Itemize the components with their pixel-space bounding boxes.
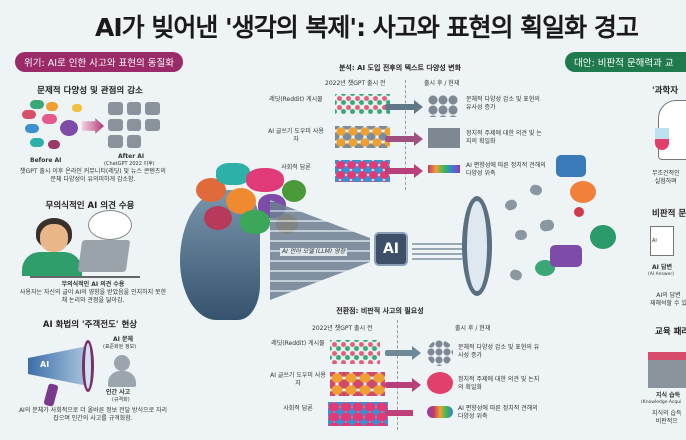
human-thought-label: 인간 사고 bbox=[106, 389, 131, 396]
turning-point-heading: 전환점: 비판적 사고의 필요성 bbox=[336, 307, 424, 315]
gray-speech-bubbles-icon bbox=[108, 102, 160, 148]
ai-answer-sublabel: (AI Answer) bbox=[648, 272, 674, 277]
person-body-icon bbox=[22, 252, 82, 276]
rainbow-pill-icon bbox=[427, 406, 453, 418]
arrow-icon bbox=[385, 378, 421, 392]
page-title: AI가 빚어낸 '생각의 복제': 사고와 표현의 획일화 경고 bbox=[95, 13, 639, 42]
person-face-icon bbox=[40, 224, 68, 252]
rainbow-bar-icon bbox=[428, 165, 460, 173]
arrow-icon bbox=[385, 100, 423, 114]
desk-line bbox=[30, 276, 140, 278]
ai-style-label: AI 문체 bbox=[113, 336, 134, 343]
person-silhouette-icon bbox=[114, 355, 130, 371]
critical-caption: AI의 답변 재해석할 수 있 bbox=[650, 292, 686, 307]
before-ai-label: Before AI bbox=[30, 157, 62, 164]
arrow-icon bbox=[385, 410, 413, 416]
diverse-discourse-icon bbox=[335, 160, 390, 182]
arrow-icon bbox=[385, 132, 423, 146]
knowledge-sublabel: (Knowledge Acqui bbox=[641, 400, 682, 405]
row-label-discourse: 사회적 담론 bbox=[281, 164, 311, 171]
school-building-icon bbox=[648, 352, 686, 388]
uniform-dots-icon bbox=[428, 95, 458, 117]
megaphone-icon bbox=[28, 346, 88, 386]
section-heading-unconscious: 무의식적인 AI 의견 수용 bbox=[45, 201, 135, 211]
after-ai-sublabel: (ChatGPT 2022 이후) bbox=[104, 161, 155, 167]
colorful-chat-icons bbox=[550, 155, 616, 275]
colorful-speech-bubbles-icon bbox=[22, 100, 82, 155]
diverse-discourse-icon bbox=[328, 402, 388, 426]
alternative-badge: 대안: 비판적 문해력과 교 bbox=[565, 52, 686, 72]
row-result-ai-writing: 정치적 주제에 대한 의견 및 논지의 획일화 bbox=[458, 376, 540, 391]
row-result-ai-writing: 정치적 주제에 대한 의견 및 논지의 획일화 bbox=[466, 130, 542, 145]
arrow-icon bbox=[385, 164, 423, 178]
uniform-dots-icon bbox=[427, 340, 453, 366]
row-label-reddit: 레딧(Reddit) 게시물 bbox=[269, 96, 323, 103]
reversal-caption: AI의 문체가 사회적으로 더 올바른 정보 전달 방식으로 자리 잡으며 인간… bbox=[18, 407, 168, 423]
arrow-icon bbox=[82, 118, 104, 134]
human-thought-sublabel: (규격화) bbox=[112, 397, 130, 403]
critical-literacy-heading: 비판적 문 bbox=[652, 209, 686, 219]
single-speech-bubble-icon bbox=[427, 372, 453, 394]
megaphone-ai-label: AI bbox=[40, 360, 50, 369]
scientist-heading: '과학자 bbox=[652, 86, 679, 96]
section-heading-reversal: AI 화법의 '주객전도' 현상 bbox=[42, 320, 138, 330]
diverse-bubbles-icon bbox=[335, 126, 390, 148]
megaphone-handle bbox=[43, 383, 59, 407]
row-label-discourse: 사회적 담론 bbox=[283, 405, 313, 412]
unconscious-caption-title: 무의식적인 AI 의견 수용 bbox=[61, 281, 125, 288]
thought-bubble-icon bbox=[88, 210, 132, 240]
row-result-reddit: 문체적 다양성 감소 및 표현의 유사성 증가 bbox=[466, 96, 540, 111]
llm-influence-label: AI 언어 모델 (LLM) 영향 bbox=[280, 248, 348, 256]
education-heading: 교육 패러 bbox=[655, 327, 686, 337]
col-before-label: 2022년 챗GPT 출시 전 bbox=[312, 325, 373, 332]
diverse-bubbles-icon bbox=[330, 372, 385, 396]
document-icon: AI bbox=[650, 226, 674, 256]
row-result-discourse: AI 편향성에 따른 정치적 견해의 다양성 위축 bbox=[466, 162, 546, 177]
row-result-reddit: 문체적 다양성 감소 및 표현의 유사성 증가 bbox=[458, 344, 540, 359]
diverse-dots-icon bbox=[330, 340, 380, 364]
diverse-dots-icon bbox=[335, 94, 390, 114]
person-silhouette-body bbox=[108, 371, 136, 387]
analysis-heading: 분석: AI 도입 전후의 텍스트 다양성 변화 bbox=[338, 64, 462, 72]
col-before-label: 2022년 챗GPT 출시 전 bbox=[325, 80, 386, 87]
ai-answer-label: AI 답변 bbox=[652, 264, 673, 271]
row-label-reddit: 레딧(Reddit) 게시물 bbox=[271, 340, 325, 347]
output-lines bbox=[412, 240, 462, 260]
flask-icon bbox=[655, 128, 669, 150]
col-after-label: 출시 후 / 현재 bbox=[455, 325, 491, 332]
after-ai-label: After AI bbox=[118, 153, 145, 160]
section-heading-diversity: 문제적 다양성 및 관점의 감소 bbox=[37, 86, 143, 96]
diversity-caption: 챗GPT 출시 이후 온라인 커뮤니티(레딧) 및 뉴스 콘텐츠의 문체 다양성… bbox=[20, 168, 166, 184]
row-label-ai-writing: AI 글쓰기 도우미 사용자 bbox=[270, 372, 326, 387]
knowledge-caption: 지식의 습득 비판적으 bbox=[652, 410, 682, 425]
laptop-icon bbox=[77, 240, 131, 272]
crisis-badge: 위기: AI로 인한 사고와 표현의 동질화 bbox=[15, 52, 183, 72]
knowledge-label: 지식 습득 bbox=[656, 392, 681, 399]
scientist-caption: 무조건적인 실험하며 bbox=[652, 170, 680, 185]
row-result-discourse: AI 편향성에 따른 정치적 견해의 다양성 위축 bbox=[458, 405, 538, 420]
unconscious-caption: 사용자는 자신의 글이 AI의 영향을 받았음을 인지하지 못한 채 논리와 관… bbox=[19, 289, 167, 305]
document-label: AI bbox=[652, 238, 657, 244]
row-label-ai-writing: AI 글쓰기 도우미 사용자 bbox=[268, 128, 324, 143]
ai-style-sublabel: (표준화된 정보) bbox=[103, 344, 137, 350]
ai-chip-icon: AI bbox=[374, 232, 408, 266]
col-after-label: 출시 후 / 현재 bbox=[424, 80, 460, 87]
magnifying-lens-icon bbox=[462, 196, 492, 296]
arrow-icon bbox=[385, 346, 421, 360]
uniform-bubbles-icon bbox=[428, 128, 460, 148]
megaphone-bell bbox=[82, 340, 94, 392]
